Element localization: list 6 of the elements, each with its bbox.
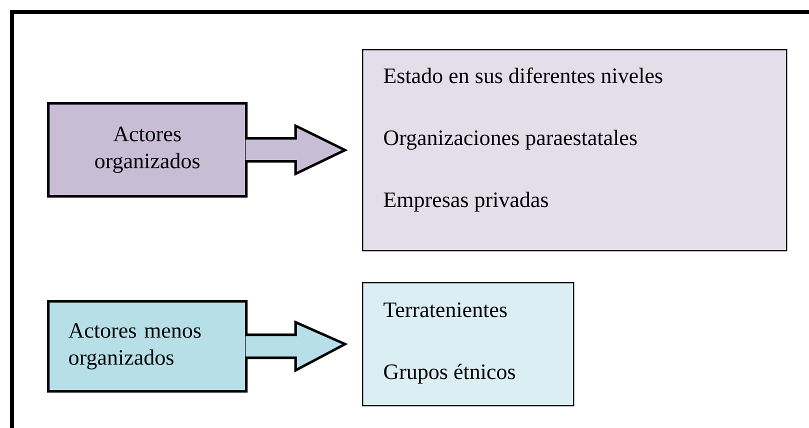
- callout-box: Actores organizados: [47, 102, 248, 198]
- list-box: Terratenientes Grupos étnicos: [362, 282, 574, 406]
- block-arrow: [244, 124, 348, 176]
- callout-box: Actores menos organizados: [47, 300, 248, 393]
- block-arrow: [244, 320, 348, 372]
- list-box: Estado en sus diferentes niveles Organizaciones paraestatales Empresas privadas: [362, 49, 788, 252]
